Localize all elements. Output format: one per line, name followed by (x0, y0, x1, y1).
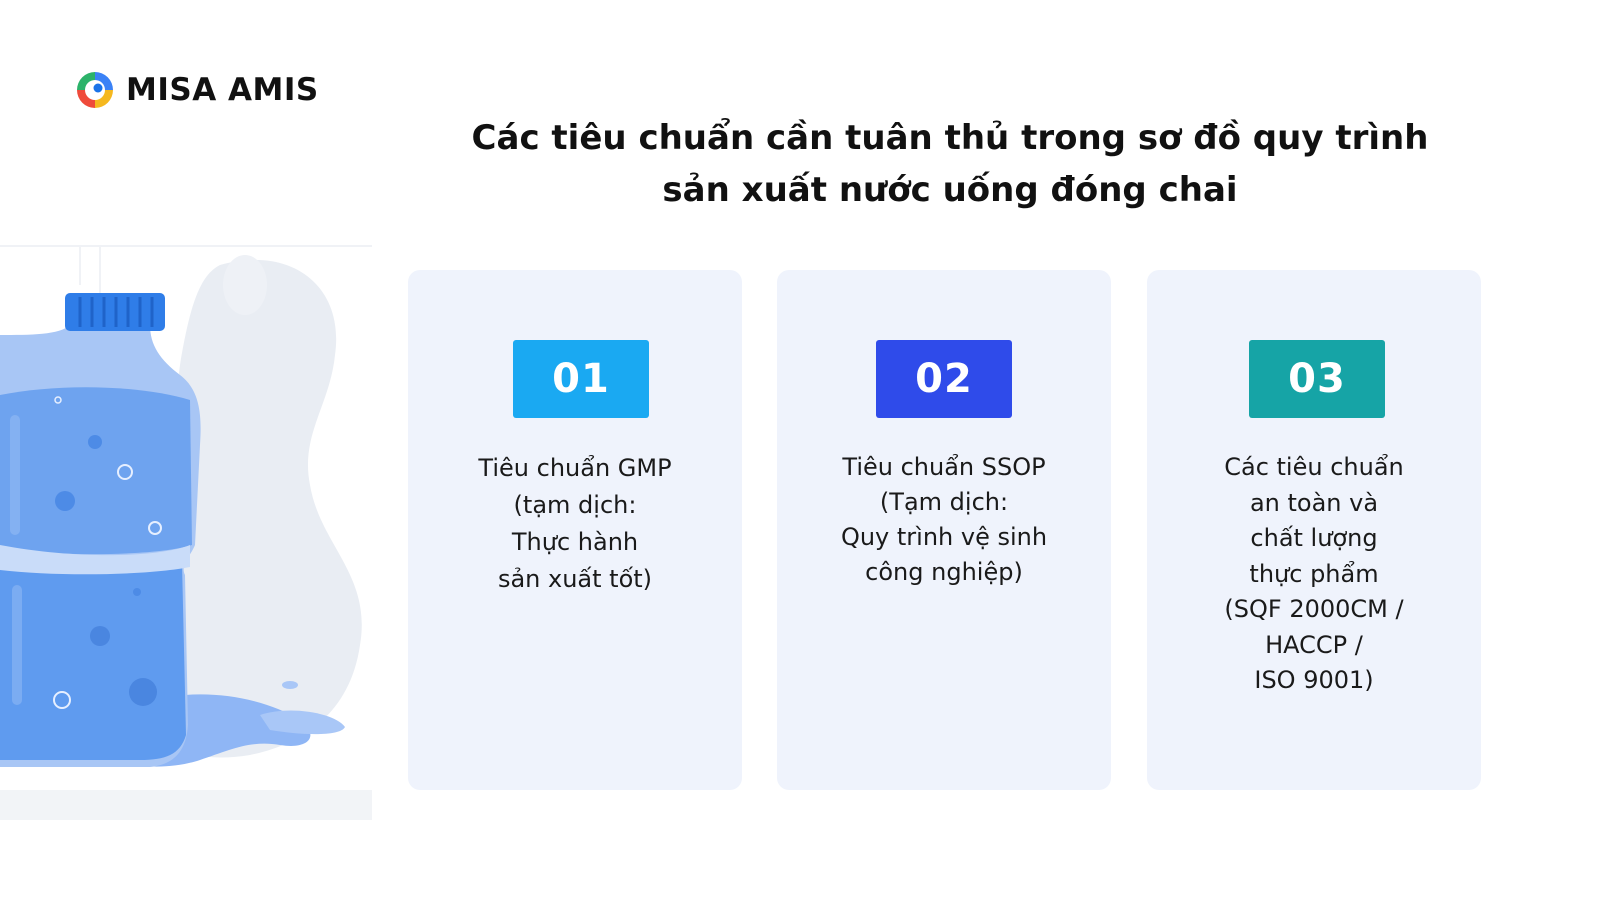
card-number-badge: 03 (1249, 340, 1385, 418)
standard-card-3: 03 Các tiêu chuẩn an toàn và chất lượng … (1147, 270, 1481, 790)
card-number: 02 (915, 356, 973, 402)
card-description-line: thực phẩm (1249, 559, 1379, 588)
page-title-line-1: Các tiêu chuẩn cần tuân thủ trong sơ đồ … (471, 118, 1429, 158)
card-description-line: sản xuất tốt) (497, 565, 653, 593)
card-description-line: chất lượng (1250, 524, 1378, 552)
card-description-line: (Tạm dịch: (879, 488, 1009, 516)
card-description-line: an toàn và (1249, 488, 1379, 517)
card-description-line: công nghiệp) (865, 558, 1023, 586)
misa-amis-logo-icon (77, 72, 113, 108)
brand-name: MISA AMIS (126, 71, 319, 108)
standard-card-1: 01 Tiêu chuẩn GMP (tạm dịch: Thực hành s… (408, 270, 742, 790)
card-description: Các tiêu chuẩn an toàn và chất lượng thự… (1167, 450, 1461, 699)
standard-card-2: 02 Tiêu chuẩn SSOP (Tạm dịch: Quy trình … (777, 270, 1111, 790)
water-bottle-illustration (0, 245, 372, 820)
card-description-line: Tiêu chuẩn GMP (478, 454, 672, 482)
card-description-line: Tiêu chuẩn SSOP (842, 453, 1046, 481)
card-description-line: HACCP / (1265, 630, 1363, 659)
card-description-line: ISO 9001) (1254, 666, 1374, 694)
card-description-line: Các tiêu chuẩn (1224, 453, 1404, 481)
card-description-line: (tạm dịch: (513, 491, 637, 519)
page-title: Các tiêu chuẩn cần tuân thủ trong sơ đồ … (420, 112, 1480, 216)
card-description: Tiêu chuẩn SSOP (Tạm dịch: Quy trình vệ … (797, 450, 1091, 590)
brand-logo: MISA AMIS (74, 68, 319, 112)
card-description-line: Quy trình vệ sinh (840, 523, 1048, 551)
card-description-line: (SQF 2000CM / (1224, 595, 1404, 623)
card-description-line: Thực hành (511, 528, 639, 556)
card-description: Tiêu chuẩn GMP (tạm dịch: Thực hành sản … (428, 450, 722, 598)
card-number-badge: 02 (876, 340, 1012, 418)
card-number-badge: 01 (513, 340, 649, 418)
page-title-line-2: sản xuất nước uống đóng chai (662, 170, 1238, 210)
card-number: 03 (1288, 356, 1346, 402)
card-number: 01 (552, 356, 610, 402)
